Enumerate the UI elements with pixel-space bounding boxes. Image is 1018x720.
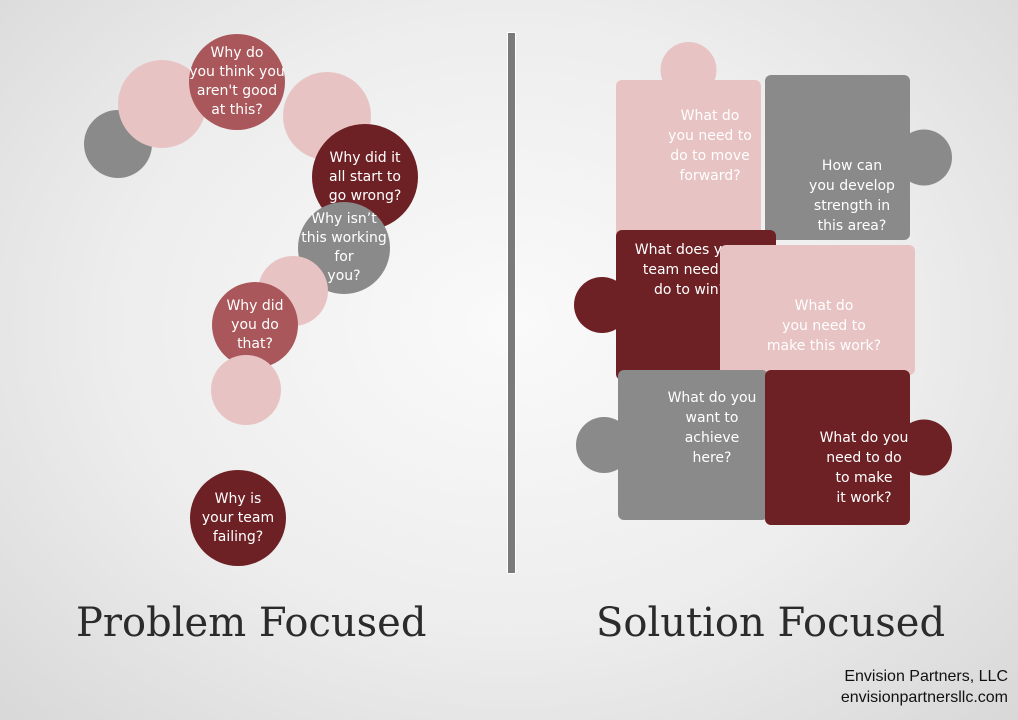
puzzle-tab — [660, 42, 717, 98]
question-bubble-5: Why is your team failing? — [190, 470, 286, 566]
website: envisionpartnersllc.com — [840, 689, 1008, 706]
problem-focused-heading: Problem Focused — [76, 600, 427, 646]
solution-focused-heading: Solution Focused — [596, 600, 946, 646]
puzzle-body — [765, 75, 910, 240]
deco-circle-pink — [211, 355, 281, 425]
puzzle-tab — [896, 419, 952, 476]
center-divider — [507, 32, 516, 574]
puzzle-body — [765, 370, 910, 525]
puzzle-body — [618, 370, 768, 520]
question-bubble-1: Why do you think you aren't good at this… — [189, 34, 285, 130]
puzzle-body — [720, 245, 915, 375]
puzzle-tab — [576, 417, 632, 473]
company-name: Envision Partners, LLC — [844, 668, 1008, 685]
puzzle-tab — [896, 129, 952, 186]
puzzle-body — [616, 80, 761, 240]
credits: Envision Partners, LLC envisionpartnersl… — [841, 666, 1008, 708]
question-bubble-4: Why did you do that? — [212, 282, 298, 368]
puzzle-tab — [574, 277, 630, 333]
